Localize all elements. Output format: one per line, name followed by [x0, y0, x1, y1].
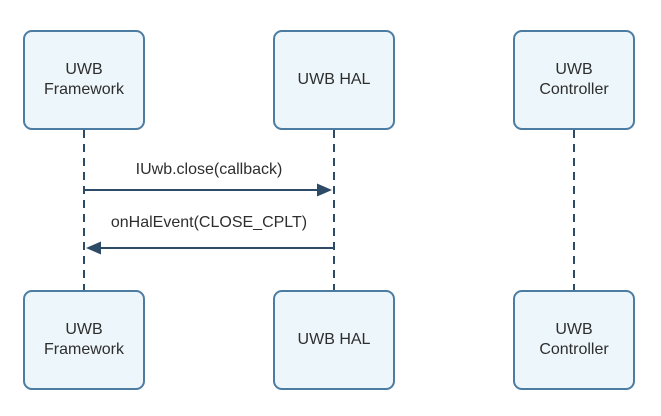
- actor-box-uwb-hal-bottom: UWB HAL: [273, 290, 395, 390]
- actor-box-uwb-framework-top: UWB Framework: [23, 30, 145, 130]
- actor-label-line: Controller: [539, 81, 609, 98]
- actor-label-line: UWB: [555, 61, 593, 78]
- actor-label-line: UWB HAL: [297, 71, 371, 88]
- message-label-close: IUwb.close(callback): [135, 161, 283, 178]
- actor-box-uwb-controller-bottom: UWB Controller: [513, 290, 635, 390]
- actor-label-line: UWB: [65, 61, 103, 78]
- actor-label-line: Framework: [43, 341, 124, 358]
- actor-label-line: UWB: [65, 321, 103, 338]
- actor-label-line: UWB: [555, 321, 593, 338]
- actor-box-uwb-hal-top: UWB HAL: [273, 30, 395, 130]
- actor-box-uwb-framework-bottom: UWB Framework: [23, 290, 145, 390]
- actor-label-line: Framework: [43, 81, 124, 98]
- actor-box-uwb-controller-top: UWB Controller: [513, 30, 635, 130]
- actor-label-line: UWB HAL: [297, 331, 371, 348]
- arrowhead-left-icon: [86, 241, 101, 255]
- message-label-onhalevent: onHalEvent(CLOSE_CPLT): [110, 214, 308, 231]
- actor-label-line: Controller: [539, 341, 609, 358]
- arrowhead-right-icon: [317, 183, 332, 197]
